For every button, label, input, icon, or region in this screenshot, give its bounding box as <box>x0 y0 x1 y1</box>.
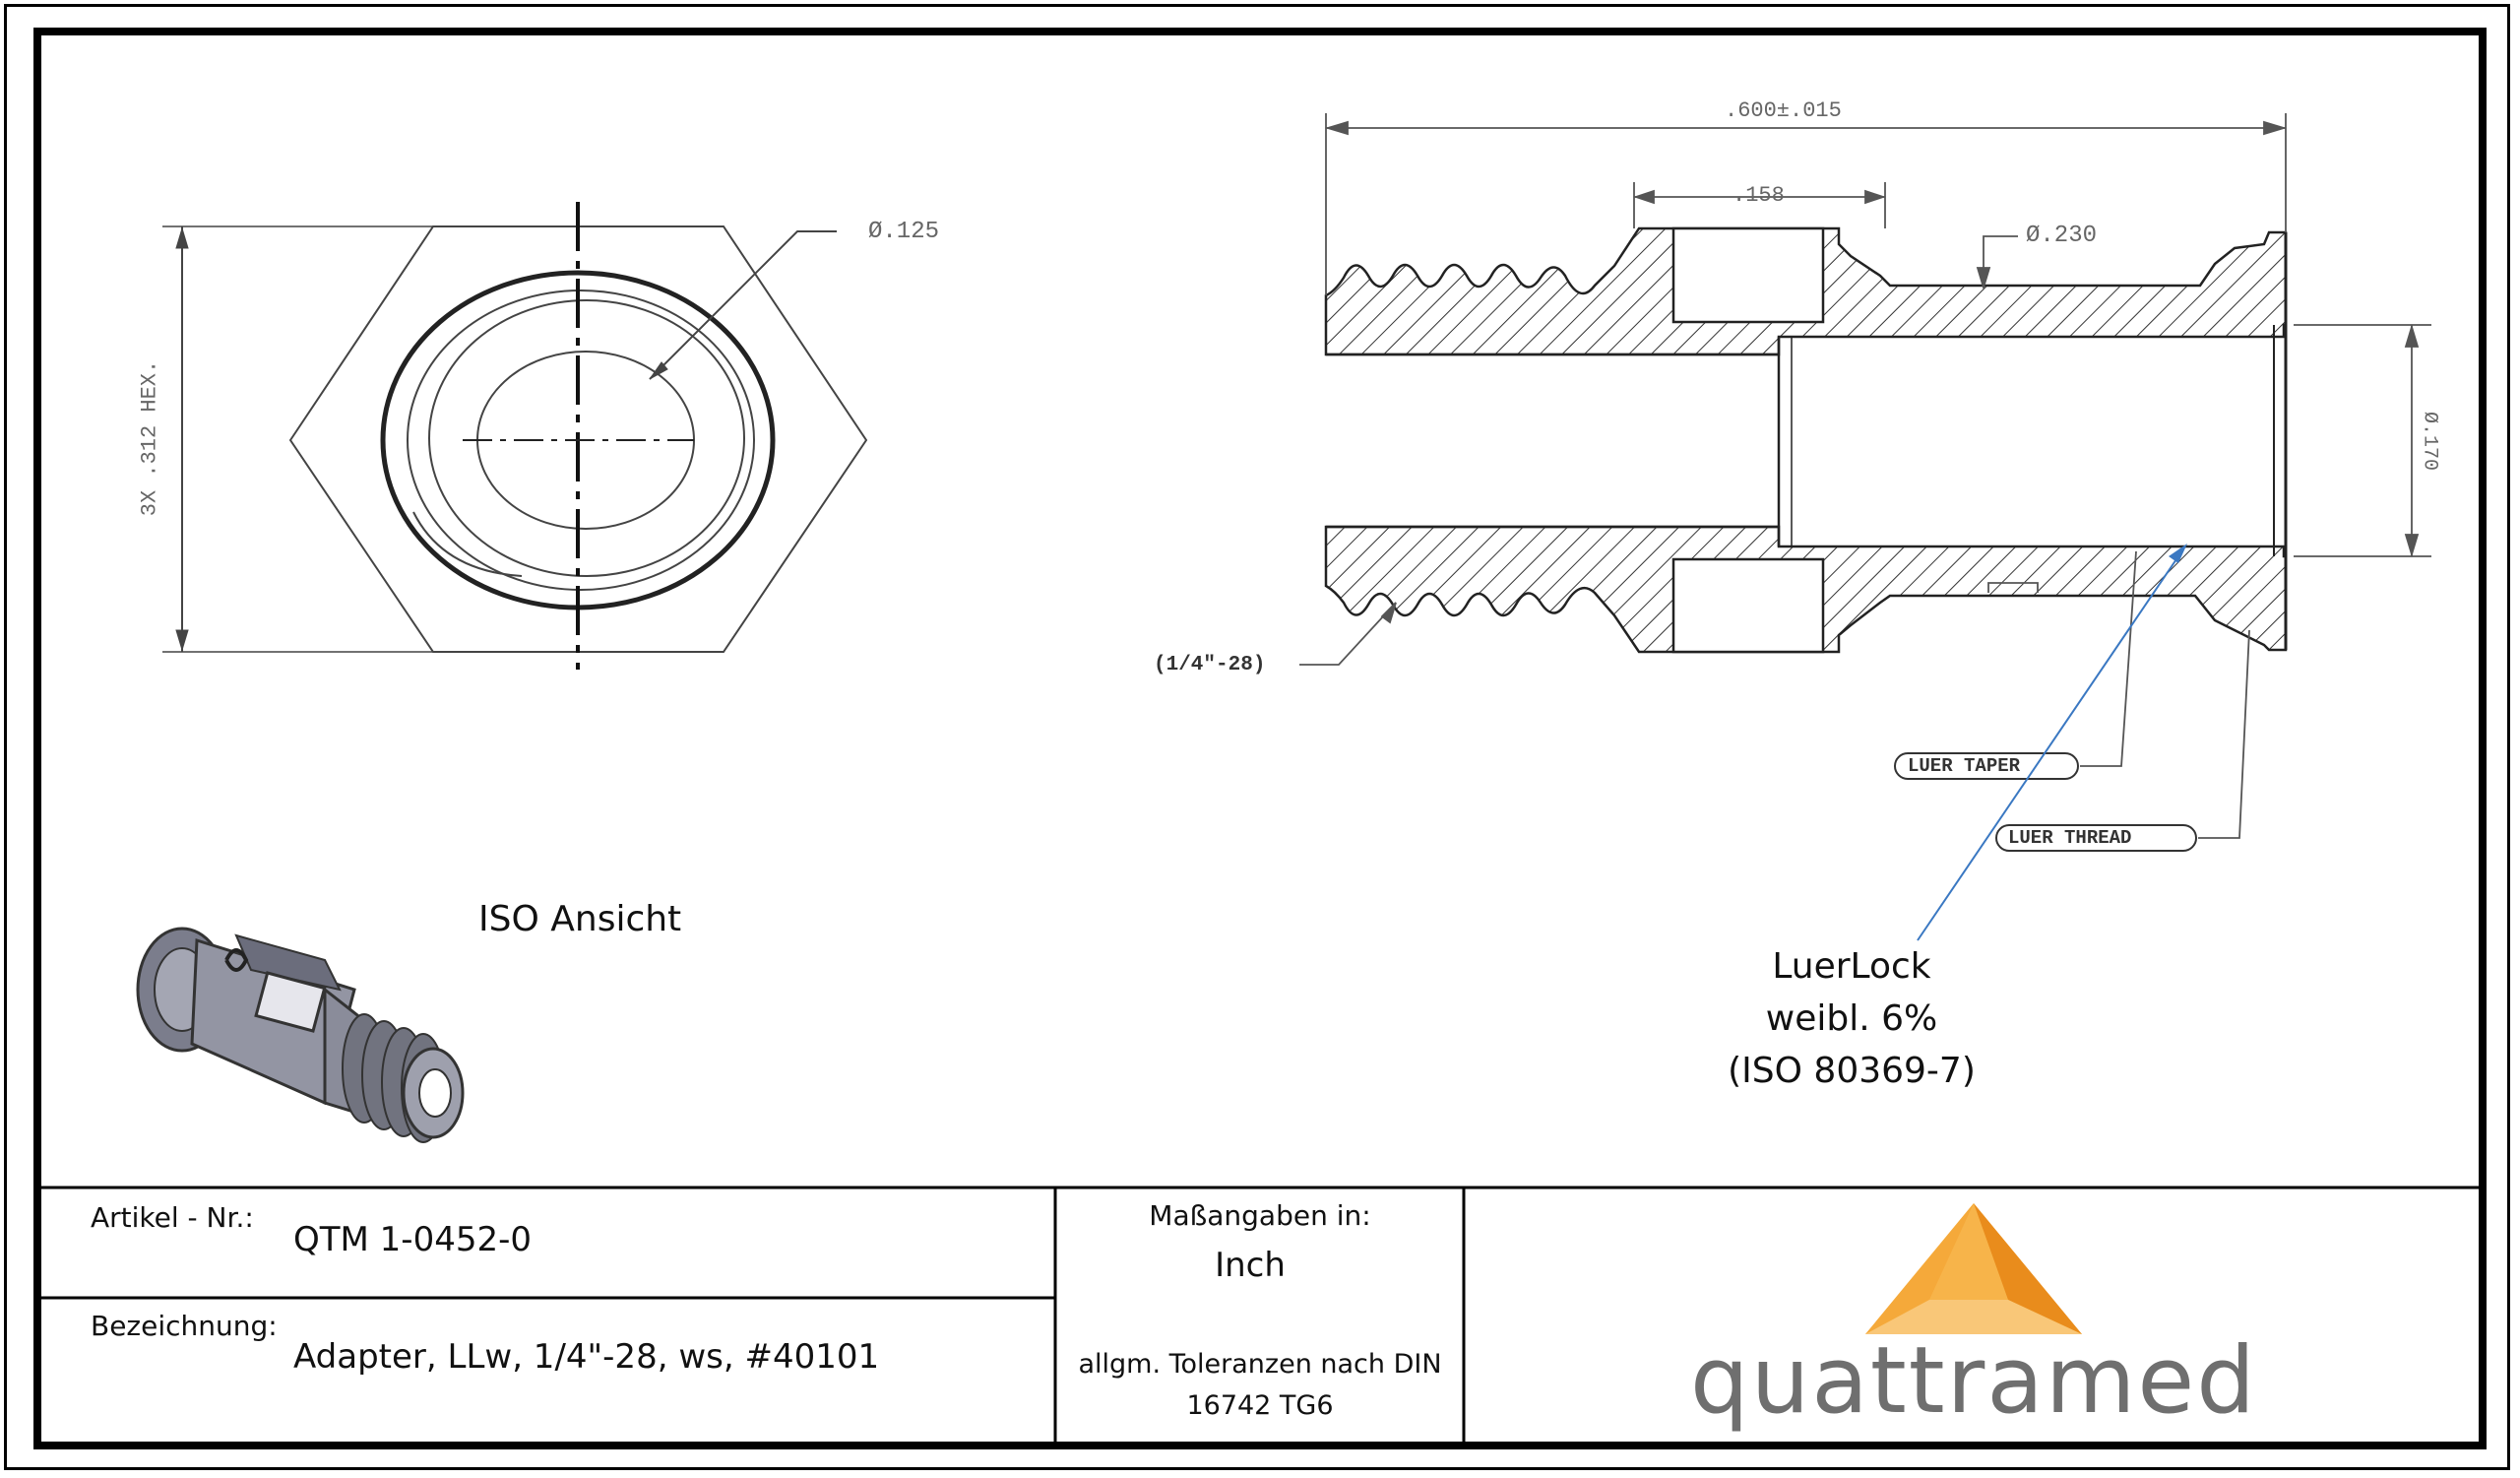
tolerance-line-2: 16742 TG6 <box>1186 1390 1334 1421</box>
callout-arrow <box>1917 544 2187 941</box>
callout-line-1: LuerLock <box>1772 946 1931 987</box>
outer-frame <box>4 4 2510 1470</box>
luer-thread-label: LUER THREAD <box>2008 827 2132 849</box>
upper-port <box>1671 226 1825 324</box>
article-value: QTM 1-0452-0 <box>293 1220 533 1259</box>
thread-label: (1/4"-28) <box>1154 654 1266 676</box>
units-label: Maßangaben in: <box>1149 1199 1371 1232</box>
luer-thread-capsule <box>1995 824 2197 852</box>
callout-line-3: (ISO 80369-7) <box>1728 1051 1976 1091</box>
tolerance-line-1: allgm. Toleranzen nach DIN <box>1078 1349 1442 1380</box>
overall-length-label: .600±.015 <box>1725 98 1842 123</box>
logo-icon <box>1865 1203 2082 1334</box>
iso-view-part <box>136 927 465 1143</box>
port-width-label: .158 <box>1732 183 1785 208</box>
article-label: Artikel - Nr.: <box>91 1201 254 1234</box>
title-block-grid <box>37 1186 2483 1446</box>
company-name: quattramed <box>1690 1327 2257 1435</box>
luer-taper-label: LUER TAPER <box>1908 755 2021 777</box>
section-view <box>1299 113 2431 852</box>
mid-ring <box>407 289 755 591</box>
units-value: Inch <box>1215 1246 1286 1285</box>
hex-dimension-label: 3X .312 HEX. <box>137 359 162 517</box>
designation-value: Adapter, LLw, 1/4"-28, ws, #40101 <box>293 1337 880 1377</box>
designation-label: Bezeichnung: <box>91 1310 278 1342</box>
lower-port <box>1671 557 1825 654</box>
drawing-frame <box>33 28 2487 1449</box>
front-view <box>162 202 868 670</box>
front-diameter-label: Ø.125 <box>868 219 940 245</box>
section-diameter-label: Ø.230 <box>2026 223 2098 249</box>
mid-ring-2 <box>428 299 745 577</box>
iso-view-label: ISO Ansicht <box>478 899 682 939</box>
right-diameter-label: Ø.170 <box>2418 411 2441 472</box>
callout-line-2: weibl. 6% <box>1765 998 1938 1039</box>
